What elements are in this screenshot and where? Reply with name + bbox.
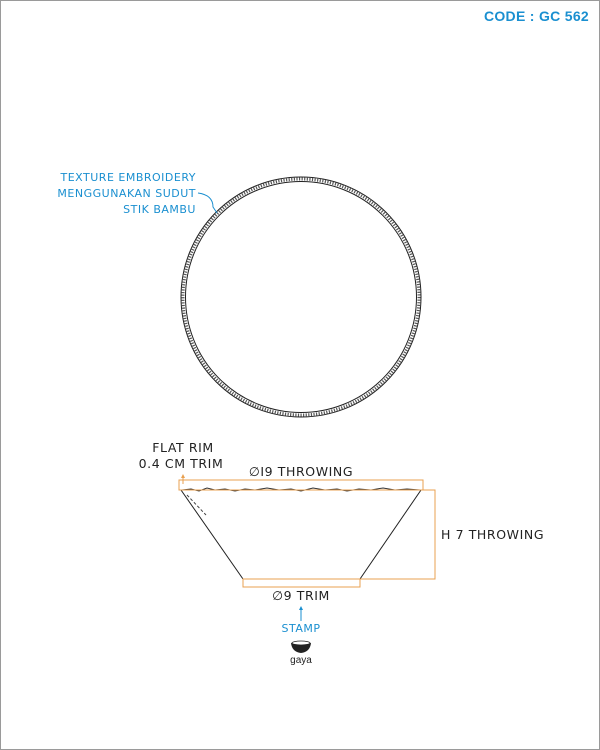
rim-top-texture	[181, 487, 421, 492]
texture-note: TEXTURE EMBROIDERY MENGGUNAKAN SUDUT STI…	[57, 171, 218, 216]
texture-note-line-1: TEXTURE EMBROIDERY	[60, 171, 196, 184]
stamp: STAMP gaya	[282, 606, 321, 666]
gaya-logo-rim	[291, 640, 311, 646]
texture-note-line-3: STIK BAMBU	[123, 203, 196, 216]
rim-outer-circle	[180, 176, 422, 418]
texture-leader-line	[197, 192, 218, 214]
height-label: H 7 THROWING	[441, 527, 544, 542]
height-dimension-line	[360, 489, 436, 580]
stamp-arrowhead	[299, 606, 303, 610]
top-diameter-dimension-box	[178, 479, 424, 491]
dimensions	[178, 479, 436, 588]
product-code: CODE : GC 562	[483, 8, 589, 24]
bowl-profile	[180, 489, 422, 580]
rim-note-line-1: FLAT RIM	[152, 440, 214, 455]
stamp-brand: gaya	[290, 655, 312, 666]
inner-wall-dashed-line	[186, 494, 207, 516]
rim-note: FLAT RIM 0.4 CM TRIM	[139, 440, 224, 484]
top-diameter-label: ∅I9 THROWING	[249, 464, 353, 479]
texture-note-line-2: MENGGUNAKAN SUDUT	[57, 187, 196, 200]
top-view	[180, 176, 422, 418]
rim-inner-circle	[185, 181, 417, 413]
side-view	[180, 487, 422, 580]
base-diameter-label: ∅9 TRIM	[272, 588, 330, 603]
base-diameter-dimension-box	[242, 578, 361, 588]
stamp-label: STAMP	[282, 622, 321, 635]
rim-texture-band	[181, 177, 421, 417]
rim-note-arrowhead	[181, 474, 185, 478]
rim-note-line-2: 0.4 CM TRIM	[139, 456, 224, 471]
